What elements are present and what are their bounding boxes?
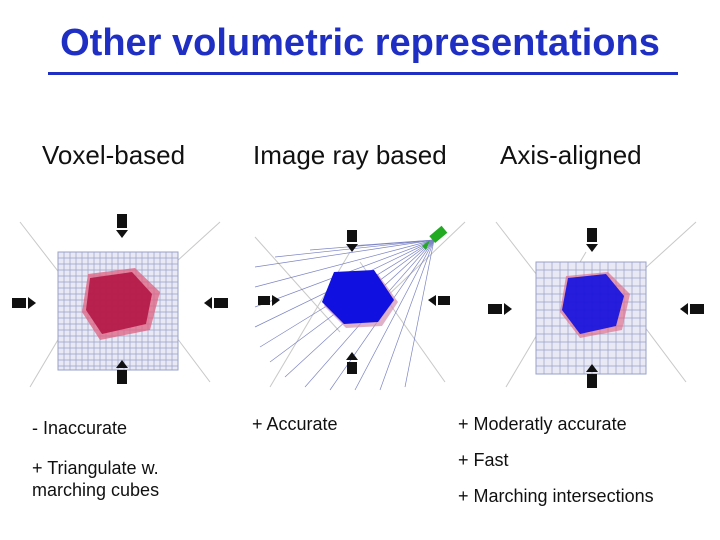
axis-object (562, 274, 624, 334)
camera-icons (12, 214, 228, 384)
ray-camera-icon (422, 225, 448, 250)
axis-aligned-figure (488, 221, 704, 388)
ray-note-1: + Accurate (252, 414, 338, 434)
axis-note-2: + Fast (458, 450, 509, 470)
voxel-based-figure (12, 214, 228, 388)
title-underline (48, 72, 678, 75)
voxel-note-3: marching cubes (32, 480, 160, 500)
image-ray-based-figure (254, 221, 466, 391)
slide-title: Other volumetric representations (60, 22, 660, 64)
ray-object (322, 270, 394, 324)
axis-note-1: + Moderatly accurate (458, 414, 627, 434)
heading-axis-aligned: Axis-aligned (500, 140, 642, 170)
heading-voxel-based: Voxel-based (42, 140, 186, 170)
camera-icons (258, 230, 450, 374)
axis-note-3: + Marching intersections (458, 486, 654, 506)
heading-image-ray-based: Image ray based (253, 140, 447, 170)
voxel-object (86, 272, 152, 334)
voxel-note-2: + Triangulate w. (32, 458, 159, 478)
camera-icons (488, 228, 704, 388)
rays (254, 239, 435, 391)
voxel-note-1: - Inaccurate (32, 418, 128, 438)
